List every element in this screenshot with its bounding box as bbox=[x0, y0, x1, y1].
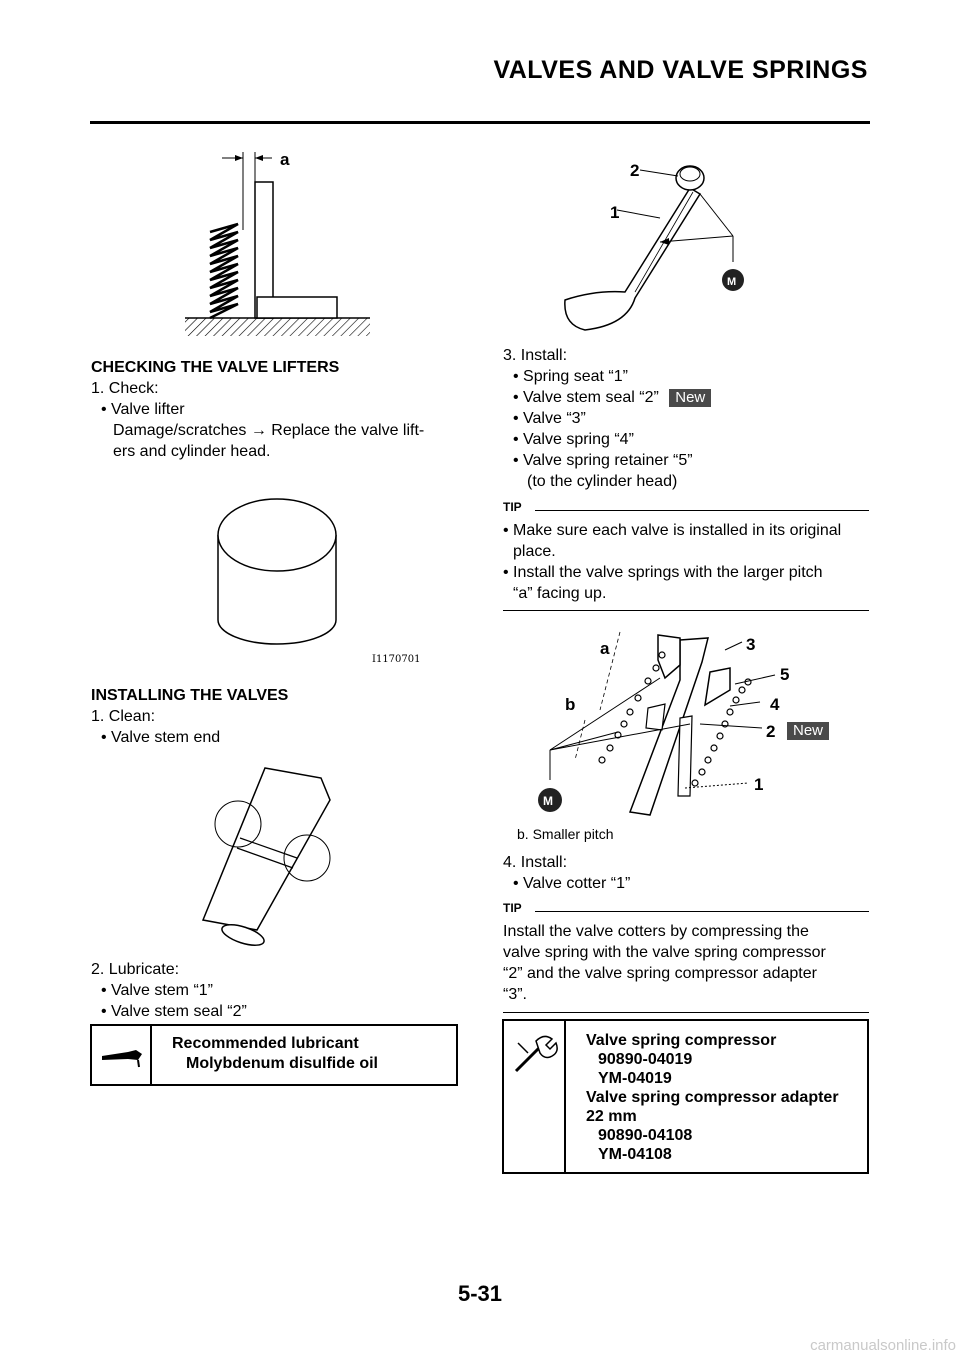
label-b: b bbox=[565, 695, 575, 714]
install-bullet-3: • Valve “3” bbox=[513, 410, 586, 427]
spring-lifter-figure: a bbox=[185, 150, 370, 336]
tool-line-4: Valve spring compressor adapter bbox=[586, 1089, 839, 1106]
tool-line-7: YM-04108 bbox=[598, 1146, 672, 1163]
install-bullet-1: • Spring seat “1” bbox=[513, 368, 628, 385]
watermark: carmanualsonline.info bbox=[810, 1337, 956, 1354]
label-m: M bbox=[543, 794, 553, 808]
section-heading-check-lifters: CHECKING THE VALVE LIFTERS bbox=[91, 359, 340, 376]
label-3: 3 bbox=[746, 635, 755, 654]
tool-line-6: 90890-04108 bbox=[598, 1127, 693, 1144]
tool-line-5: 22 mm bbox=[586, 1108, 637, 1125]
special-tool-box: Valve spring compressor 90890-04019 YM-0… bbox=[502, 1019, 869, 1174]
lubricant-box: Recommended lubricant Molybdenum disulfi… bbox=[90, 1024, 458, 1086]
new-badge: New bbox=[669, 388, 712, 407]
label-1: 1 bbox=[754, 775, 763, 794]
figure-code: I1170701 bbox=[372, 654, 421, 665]
page-number: 5-31 bbox=[457, 1281, 503, 1306]
lubricant-box-value: Molybdenum disulfide oil bbox=[186, 1055, 378, 1072]
lubricate-bullet-1: • Valve stem “1” bbox=[101, 982, 213, 999]
install4-step: 4. Install: bbox=[503, 854, 568, 871]
check-step: 1. Check: bbox=[91, 380, 159, 397]
label-a: a bbox=[600, 639, 610, 658]
check-detail-2: ers and cylinder head. bbox=[113, 443, 271, 460]
label-2: 2 bbox=[766, 722, 775, 741]
tip-top-rule bbox=[535, 911, 869, 912]
page-title: VALVES AND VALVE SPRINGS bbox=[493, 56, 868, 84]
clean-bullet: • Valve stem end bbox=[101, 729, 221, 746]
tip1-line-1: • Make sure each valve is installed in i… bbox=[503, 522, 842, 539]
clean-step: 1. Clean: bbox=[91, 708, 156, 725]
tip1-line-4: “a” facing up. bbox=[513, 585, 607, 602]
title-divider bbox=[90, 121, 870, 124]
tool-line-3: YM-04019 bbox=[598, 1070, 672, 1087]
install-bullet-5-note: (to the cylinder head) bbox=[527, 473, 678, 490]
valve-lifter-figure: I1170701 bbox=[217, 498, 421, 665]
label-2: 2 bbox=[630, 161, 639, 180]
install-bullet-2: • Valve stem seal “2” New bbox=[513, 387, 712, 408]
install4-bullet: • Valve cotter “1” bbox=[513, 875, 631, 892]
install-bullet-4: • Valve spring “4” bbox=[513, 431, 634, 448]
install-bullet-5: • Valve spring retainer “5” bbox=[513, 452, 693, 469]
label-5: 5 bbox=[780, 665, 789, 684]
tip2-line-2: valve spring with the valve spring compr… bbox=[503, 944, 826, 961]
tip-label: TIP bbox=[503, 500, 522, 514]
tip2-line-4: “3”. bbox=[503, 986, 527, 1003]
label-a: a bbox=[280, 150, 290, 169]
label-1: 1 bbox=[610, 203, 619, 222]
tip-label: TIP bbox=[503, 901, 522, 915]
tip1-line-3: • Install the valve springs with the lar… bbox=[503, 564, 823, 581]
wrench-tool-icon bbox=[514, 1035, 558, 1073]
section-heading-install-valves: INSTALLING THE VALVES bbox=[91, 687, 289, 704]
install-step: 3. Install: bbox=[503, 347, 568, 364]
lubricate-bullet-2: • Valve stem seal “2” bbox=[101, 1003, 247, 1020]
tool-line-1: Valve spring compressor bbox=[586, 1032, 777, 1049]
tip-top-rule bbox=[535, 510, 869, 511]
tip1-line-2: place. bbox=[513, 543, 556, 560]
check-detail-1: Damage/scratches → Replace the valve lif… bbox=[113, 422, 425, 439]
lubricant-box-title: Recommended lubricant bbox=[172, 1035, 359, 1052]
figure-caption: b. Smaller pitch bbox=[517, 826, 614, 842]
label-m: M bbox=[727, 276, 736, 288]
valve-install-figure: M 2 1 bbox=[564, 161, 744, 331]
tip-bottom-rule bbox=[503, 610, 869, 611]
tip-bottom-rule bbox=[503, 1012, 869, 1013]
tool-line-2: 90890-04019 bbox=[598, 1051, 693, 1068]
new-badge: New bbox=[787, 722, 830, 740]
lubricant-oil-icon bbox=[102, 1050, 142, 1068]
spring-pitch-figure: M a b 3 5 4 2 1 bbox=[538, 631, 789, 816]
tip2-line-3: “2” and the valve spring compressor adap… bbox=[503, 965, 817, 982]
valve-stem-end-figure bbox=[201, 767, 331, 946]
lubricate-step: 2. Lubricate: bbox=[91, 961, 180, 978]
label-4: 4 bbox=[770, 695, 780, 714]
check-bullet: • Valve lifter bbox=[101, 401, 185, 418]
tip2-line-1: Install the valve cotters by compressing… bbox=[503, 923, 809, 940]
